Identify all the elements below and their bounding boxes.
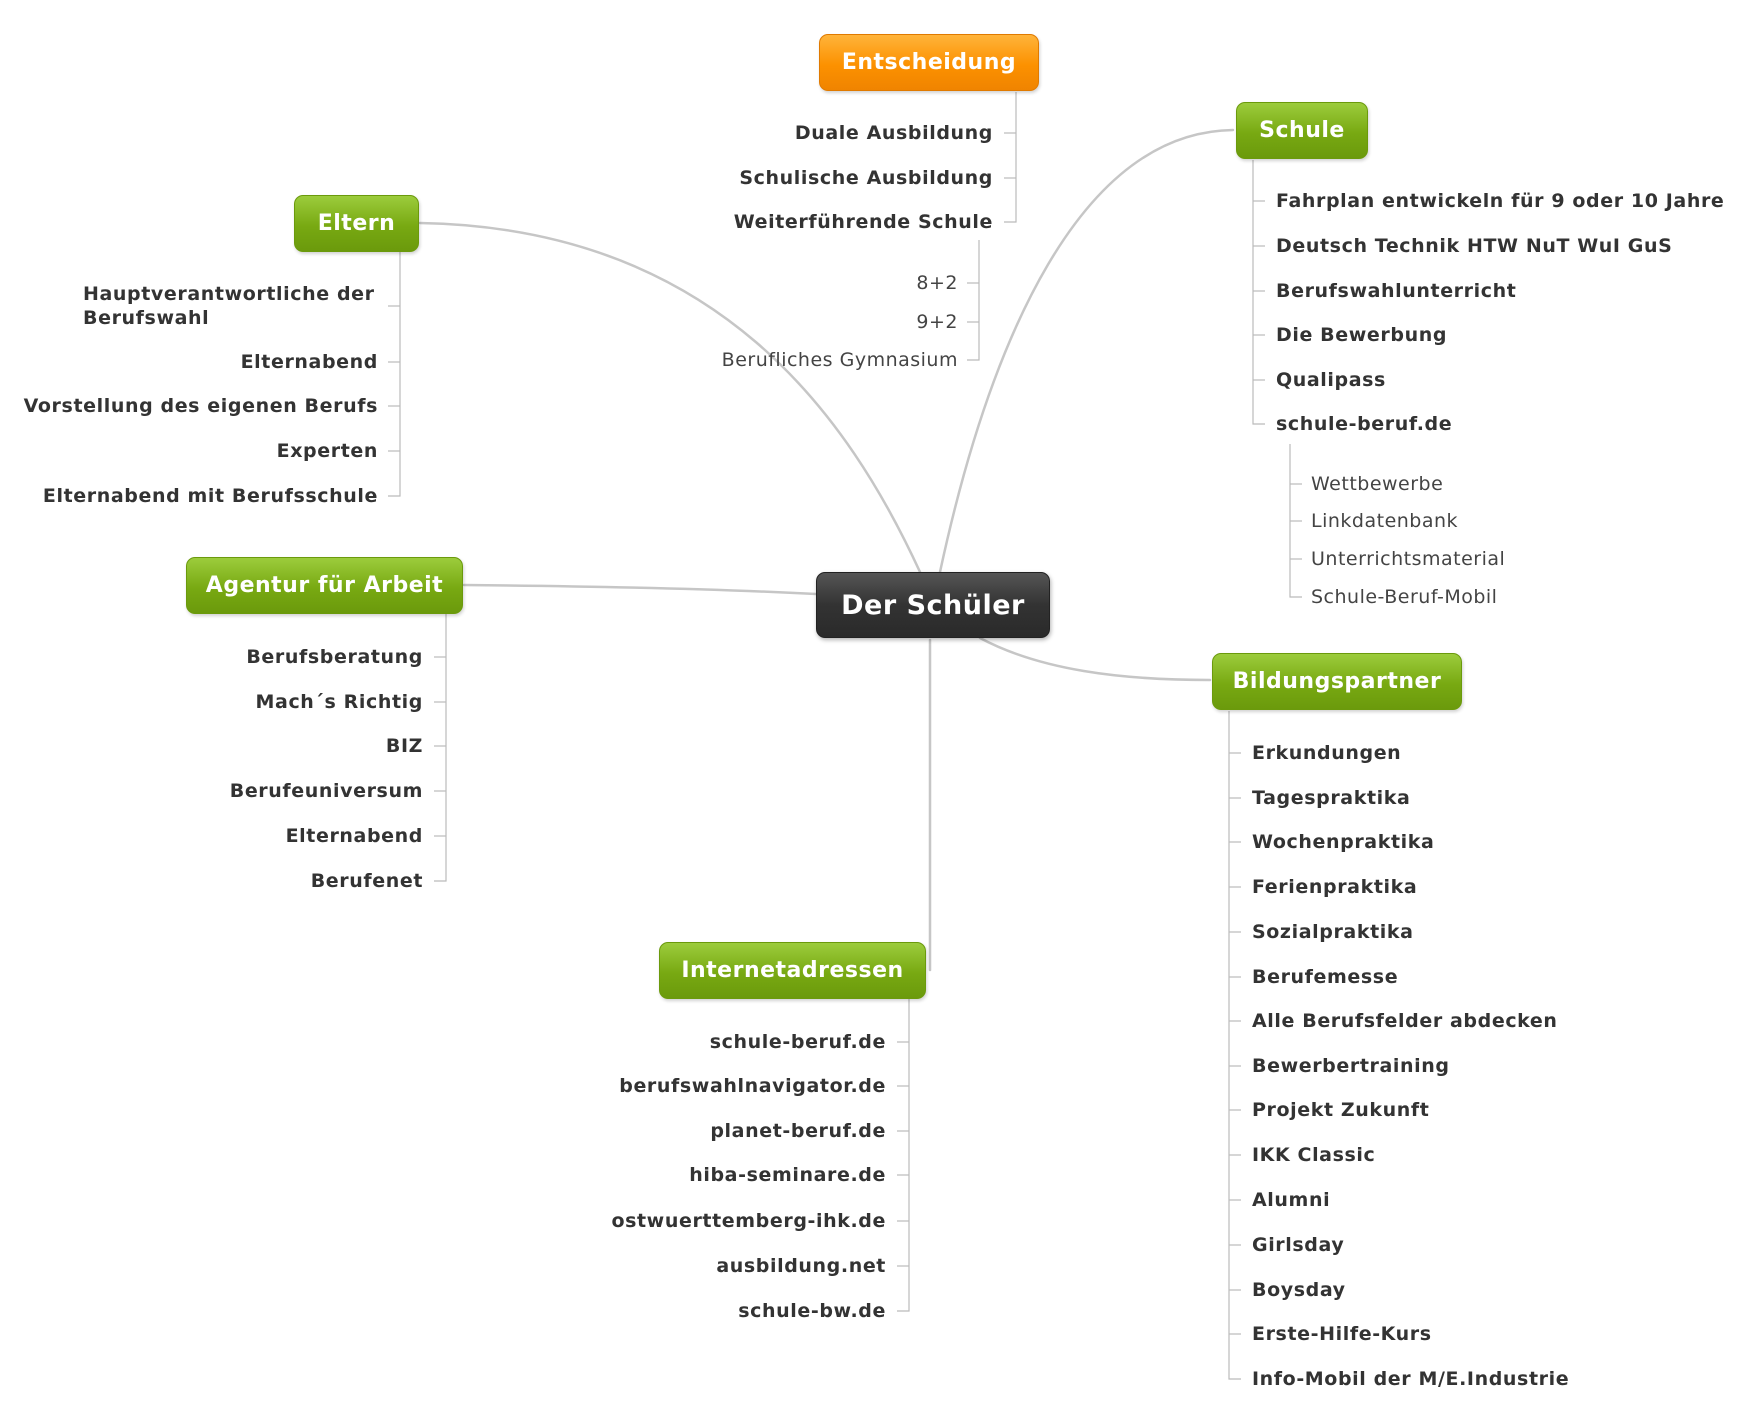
central-topic-der-schueler[interactable]: Der Schüler [816, 572, 1050, 638]
bildungspartner-item[interactable]: Bewerbertraining [1252, 1055, 1450, 1077]
bildungspartner-item[interactable]: Girlsday [1252, 1234, 1345, 1256]
bildungspartner-item[interactable]: Alle Berufsfelder abdecken [1252, 1010, 1558, 1032]
connector-bildungspartner [978, 636, 1212, 682]
entscheidung-item[interactable]: Duale Ausbildung [794, 122, 993, 144]
bildungspartner-item[interactable]: Wochenpraktika [1252, 831, 1435, 853]
topic-schule[interactable]: Schule [1236, 102, 1368, 159]
internet-item[interactable]: berufswahlnavigator.de [619, 1075, 886, 1097]
schule-sub-item[interactable]: Unterrichtsmaterial [1311, 548, 1506, 570]
connector-schule [938, 128, 1235, 574]
bildungspartner-item[interactable]: Erkundungen [1252, 742, 1402, 764]
internet-item[interactable]: hiba-seminare.de [689, 1164, 886, 1186]
schule-sub-item[interactable]: Wettbewerbe [1311, 473, 1444, 495]
entscheidung-sub-item[interactable]: 9+2 [916, 311, 958, 333]
topic-eltern[interactable]: Eltern [294, 195, 419, 252]
eltern-item[interactable]: Hauptverantwortliche der Berufswahl [83, 282, 375, 330]
bildungspartner-item[interactable]: Info-Mobil der M/E.Industrie [1252, 1368, 1570, 1390]
eltern-item-line: Berufswahl [83, 307, 210, 329]
entscheidung-item[interactable]: Schulische Ausbildung [739, 167, 993, 189]
topic-bildungspartner[interactable]: Bildungspartner [1212, 653, 1462, 710]
eltern-item-line: Hauptverantwortliche der [83, 283, 375, 305]
bildungspartner-item[interactable]: Boysday [1252, 1279, 1346, 1301]
bildungspartner-item[interactable]: Erste-Hilfe-Kurs [1252, 1323, 1432, 1345]
internet-item[interactable]: ausbildung.net [716, 1255, 886, 1277]
schule-sub-item[interactable]: Linkdatenbank [1311, 510, 1459, 532]
entscheidung-sub-item[interactable]: 8+2 [916, 272, 958, 294]
entscheidung-sub-item[interactable]: Berufliches Gymnasium [721, 349, 958, 371]
bildungspartner-item[interactable]: IKK Classic [1252, 1144, 1376, 1166]
bildungspartner-item[interactable]: Ferienpraktika [1252, 876, 1418, 898]
schule-item[interactable]: Fahrplan entwickeln für 9 oder 10 Jahre [1276, 190, 1725, 212]
agentur-item[interactable]: Elternabend [285, 825, 423, 847]
agentur-item[interactable]: Berufsberatung [246, 646, 423, 668]
eltern-item[interactable]: Elternabend [240, 351, 378, 373]
bildungspartner-item[interactable]: Alumni [1252, 1189, 1331, 1211]
internet-item[interactable]: ostwuerttemberg-ihk.de [611, 1210, 886, 1232]
schule-item[interactable]: Deutsch Technik HTW NuT WuI GuS [1276, 235, 1673, 257]
agentur-item[interactable]: Berufenet [310, 870, 423, 892]
schule-sub-item[interactable]: Schule-Beruf-Mobil [1311, 586, 1498, 608]
topic-entscheidung[interactable]: Entscheidung [819, 34, 1039, 91]
topic-internetadressen[interactable]: Internetadressen [659, 942, 926, 999]
schule-item[interactable]: Qualipass [1276, 369, 1386, 391]
internet-item[interactable]: schule-beruf.de [709, 1031, 886, 1053]
eltern-item[interactable]: Experten [276, 440, 378, 462]
entscheidung-item[interactable]: Weiterführende Schule [733, 211, 993, 233]
bildungspartner-item[interactable]: Tagespraktika [1252, 787, 1411, 809]
agentur-item[interactable]: BIZ [385, 735, 423, 757]
schule-item[interactable]: Berufswahlunterricht [1276, 280, 1517, 302]
bildungspartner-item[interactable]: Berufemesse [1252, 966, 1399, 988]
topic-agentur-fuer-arbeit[interactable]: Agentur für Arbeit [186, 557, 463, 614]
internet-item[interactable]: schule-bw.de [738, 1300, 886, 1322]
connector-agentur [462, 583, 818, 596]
connector-eltern [418, 221, 922, 574]
bildungspartner-item[interactable]: Projekt Zukunft [1252, 1099, 1430, 1121]
schule-item[interactable]: Die Bewerbung [1276, 324, 1448, 346]
schule-item[interactable]: schule-beruf.de [1276, 413, 1453, 435]
internet-item[interactable]: planet-beruf.de [710, 1120, 886, 1142]
eltern-item[interactable]: Vorstellung des eigenen Berufs [23, 395, 378, 417]
agentur-item[interactable]: Berufeuniversum [229, 780, 423, 802]
eltern-item[interactable]: Elternabend mit Berufsschule [42, 485, 378, 507]
agentur-item[interactable]: Mach´s Richtig [255, 691, 423, 713]
bildungspartner-item[interactable]: Sozialpraktika [1252, 921, 1414, 943]
